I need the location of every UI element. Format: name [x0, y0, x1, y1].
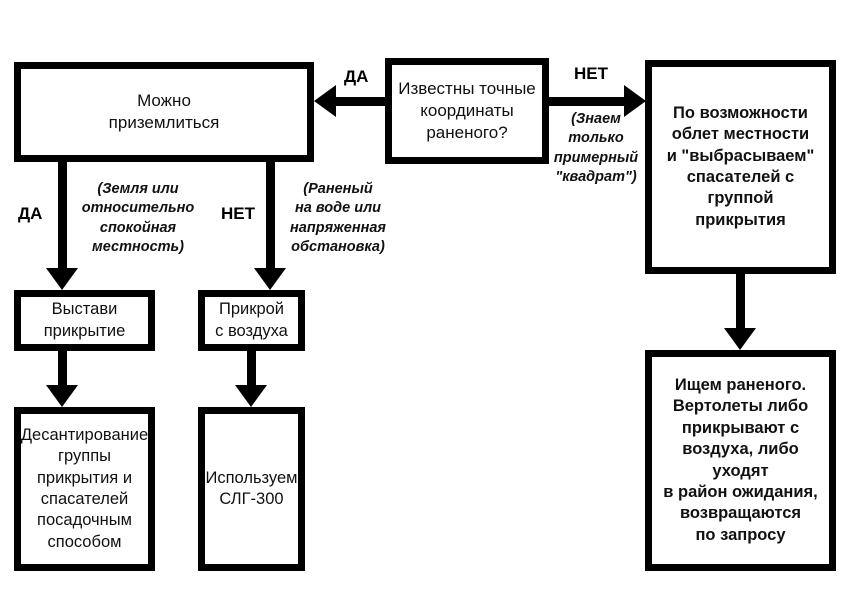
- node-coordinates-known[interactable]: Известны точные координаты раненого?: [385, 58, 549, 164]
- node-flyover-drop-rescuers-label: По возможности облет местности и "выбрас…: [666, 103, 815, 229]
- edge-aircover-to-slg-arrowhead: [235, 385, 267, 407]
- node-coordinates-known-label: Известны точные координаты раненого?: [398, 78, 536, 143]
- edge-land-to-cover-arrowhead: [46, 268, 78, 290]
- edge-note-land-yes: (Земля или относительно спокойная местно…: [81, 181, 195, 256]
- edge-note-coords-no: (Знаем только примерный "квадрат"): [553, 111, 639, 186]
- node-landing-insertion[interactable]: Десантирование группы прикрытия и спасат…: [14, 407, 155, 571]
- node-landing-insertion-label: Десантирование группы прикрытия и спасат…: [20, 425, 149, 551]
- edge-coords-to-flyover-line: [546, 97, 626, 106]
- edge-land-to-cover-line: [58, 160, 67, 270]
- node-set-cover-label: Выстави прикрытие: [43, 300, 126, 340]
- edge-coords-to-land-line: [336, 97, 388, 106]
- node-can-land-label: Можно приземлиться: [108, 90, 220, 132]
- edge-label-land-no: НЕТ: [221, 204, 255, 223]
- edge-coords-to-flyover-arrowhead: [624, 85, 646, 117]
- edge-cover-to-airdrop-arrowhead: [46, 385, 78, 407]
- node-search-wounded-label: Ищем раненого. Вертолеты либо прикрывают…: [663, 375, 818, 544]
- edge-label-coords-yes: ДА: [344, 67, 369, 86]
- node-can-land[interactable]: Можно приземлиться: [14, 62, 314, 162]
- edge-note-land-no: (Раненый на воде или напряженная обстано…: [290, 181, 386, 256]
- edge-land-to-aircover-arrowhead: [254, 268, 286, 290]
- edge-flyover-to-search-line: [736, 272, 745, 330]
- node-flyover-drop-rescuers[interactable]: По возможности облет местности и "выбрас…: [645, 60, 836, 274]
- edge-label-land-yes: ДА: [18, 204, 43, 223]
- node-search-wounded[interactable]: Ищем раненого. Вертолеты либо прикрывают…: [645, 350, 836, 571]
- edge-cover-to-airdrop-line: [58, 349, 67, 389]
- edge-label-coords-no: НЕТ: [574, 64, 608, 83]
- node-set-cover[interactable]: Выстави прикрытие: [14, 290, 155, 351]
- node-use-slg300[interactable]: Используем СЛГ-300: [198, 407, 305, 571]
- edge-flyover-to-search-arrowhead: [724, 328, 756, 350]
- node-cover-from-air[interactable]: Прикрой с воздуха: [198, 290, 305, 351]
- edge-aircover-to-slg-line: [247, 349, 256, 389]
- node-cover-from-air-label: Прикрой с воздуха: [215, 300, 288, 340]
- edge-coords-to-land-arrowhead: [314, 85, 336, 117]
- edge-land-to-aircover-line: [266, 160, 275, 270]
- node-use-slg300-label: Используем СЛГ-300: [205, 468, 298, 508]
